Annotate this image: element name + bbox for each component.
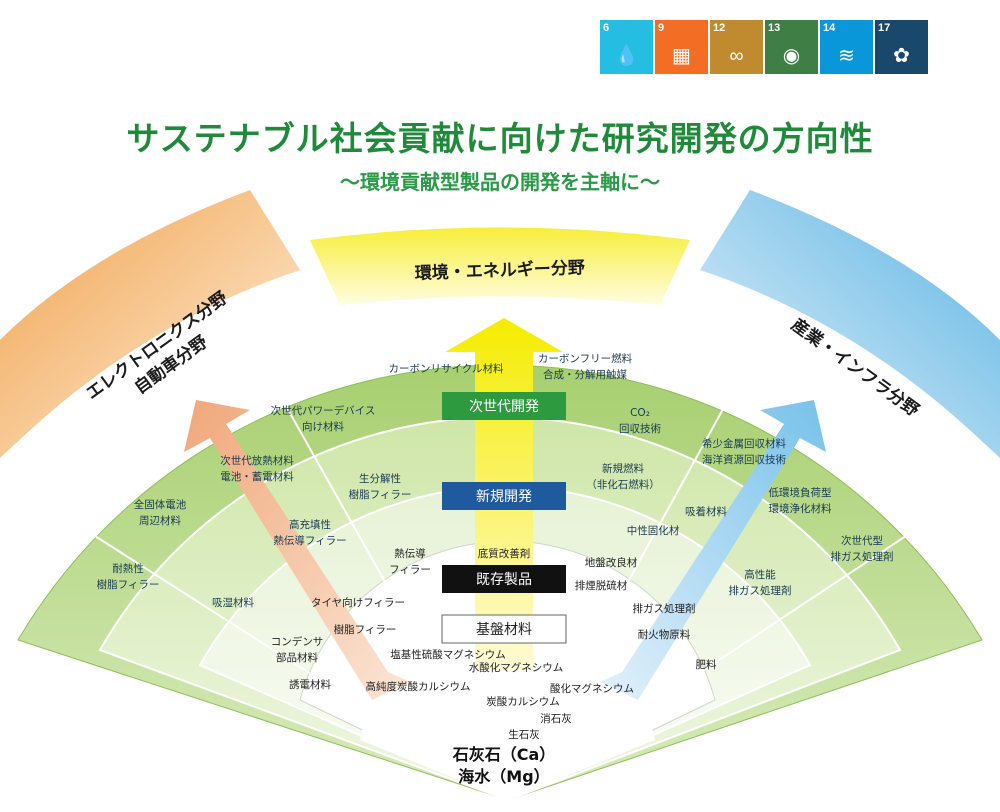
- sdg-number: 14: [823, 22, 836, 34]
- sdg-number: 13: [768, 22, 781, 34]
- base-limestone: 石灰石（Ca）: [452, 745, 556, 764]
- item-carbon-free-fuel: カーボンフリー燃料: [538, 352, 633, 365]
- item-dielectric: 誘電材料: [289, 678, 331, 691]
- item-condenser: コンデンサ: [271, 635, 324, 648]
- item-moisture: 吸湿材料: [212, 596, 254, 609]
- item-tire-filler: タイヤ向けフィラー: [311, 596, 405, 609]
- item-high-exhaust: 高性能: [744, 568, 776, 581]
- water-drop-icon: 6💧: [600, 20, 653, 74]
- item-biodegradable: 生分解性: [359, 472, 401, 485]
- item-neutral-solidifier: 中性固化材: [627, 524, 680, 537]
- base-seawater: 海水（Mg）: [458, 767, 549, 786]
- item-power-device-2: 向け材料: [302, 420, 344, 433]
- radial-guides: [69, 359, 931, 801]
- stage-new-box: [442, 482, 566, 510]
- sdg-number: 6: [603, 22, 610, 34]
- arrow-right: [600, 400, 826, 700]
- flower-icon-glyph: ✿: [893, 45, 910, 67]
- stage-next-box: [442, 392, 566, 420]
- item-slaked-lime: 消石灰: [540, 712, 572, 725]
- stage-base-label: 基盤材料: [476, 621, 532, 638]
- item-heat-release: 次世代放熱材料: [220, 454, 294, 467]
- stage-next-label: 次世代開発: [469, 399, 539, 415]
- item-power-device: 次世代パワーデバイス: [271, 404, 376, 417]
- item-co2: CO₂: [630, 407, 650, 419]
- item-heat-resist-2: 樹脂フィラー: [97, 578, 160, 591]
- band-left: [0, 190, 300, 458]
- cubes-icon-glyph: ▦: [672, 45, 691, 67]
- sdg-number: 12: [713, 22, 726, 34]
- item-biodegradable-2: 樹脂フィラー: [349, 488, 412, 501]
- item-new-fuel-2: （非化石燃料）: [586, 478, 660, 491]
- item-battery: 電池・蓄電材料: [220, 470, 294, 483]
- item-basic-mgso4: 塩基性硫酸マグネシウム: [390, 648, 506, 661]
- stage-existing-label: 既存製品: [476, 572, 532, 588]
- eye-globe-icon: 13◉: [765, 20, 818, 74]
- item-thermal-filler: 高充填性: [289, 518, 331, 531]
- item-sediment: 底質改善剤: [478, 547, 531, 560]
- item-next-exhaust-2: 排ガス処理剤: [831, 550, 894, 563]
- item-fertilizer: 肥料: [696, 658, 717, 671]
- item-low-impact: 低環境負荷型: [769, 486, 832, 499]
- item-marine-resource: 海洋資源回収技術: [702, 453, 786, 466]
- item-low-impact-2: 環境浄化材料: [769, 502, 832, 515]
- item-high-purity-caco3: 高純度炭酸カルシウム: [366, 680, 471, 693]
- item-quicklime: 生石灰: [508, 728, 540, 741]
- item-resin-filler: 樹脂フィラー: [334, 623, 397, 636]
- item-thermal-filler-2: 熱伝導フィラー: [273, 534, 346, 547]
- item-refractory: 耐火物原料: [638, 628, 691, 641]
- item-ground-improve: 地盤改良材: [585, 556, 638, 569]
- item-heat-conduct: 熱伝導: [394, 547, 426, 560]
- item-mg-hydroxide: 水酸化マグネシウム: [469, 661, 564, 674]
- item-catalyst: 合成・分解用触媒: [543, 368, 627, 381]
- item-carbon-recycle: カーボンリサイクル材料: [389, 362, 504, 375]
- item-condenser-2: 部品材料: [276, 651, 318, 664]
- item-adsorbent: 吸着材料: [685, 505, 727, 518]
- item-heat-conduct-2: フィラー: [389, 564, 431, 576]
- band-right: [700, 190, 1000, 458]
- band-top: [310, 227, 690, 305]
- sdg-number: 17: [878, 22, 891, 34]
- sdg-icon-strip: 6💧9▦12∞13◉14≋17✿: [600, 20, 930, 74]
- item-high-exhaust-2: 排ガス処理剤: [729, 584, 792, 597]
- water-drop-icon-glyph: 💧: [614, 45, 639, 67]
- fish-icon-glyph: ≋: [838, 45, 855, 67]
- eye-globe-icon-glyph: ◉: [782, 45, 801, 67]
- page-title: サステナブル社会貢献に向けた研究開発の方向性: [126, 119, 874, 158]
- item-caco3: 炭酸カルシウム: [486, 695, 560, 708]
- infinity-icon-glyph: ∞: [729, 45, 744, 67]
- item-solid-battery-2: 周辺材料: [139, 514, 181, 527]
- item-new-fuel: 新規燃料: [602, 462, 644, 475]
- item-co2-recovery: 回収技術: [619, 422, 661, 435]
- page-subtitle: 〜環境貢献型製品の開発を主軸に〜: [340, 170, 660, 194]
- item-rare-metal: 希少金属回収材料: [702, 437, 786, 450]
- item-next-exhaust: 次世代型: [841, 534, 883, 547]
- flower-icon: 17✿: [875, 20, 928, 74]
- stage-new-label: 新規開発: [476, 489, 532, 505]
- item-heat-resist: 耐熱性: [112, 562, 144, 575]
- sdg-number: 9: [658, 22, 665, 34]
- fish-icon: 14≋: [820, 20, 873, 74]
- stage-existing-box: [442, 565, 566, 593]
- item-mgo: 酸化マグネシウム: [550, 682, 634, 695]
- cubes-icon: 9▦: [655, 20, 708, 74]
- item-solid-battery: 全固体電池: [134, 498, 187, 511]
- infinity-icon: 12∞: [710, 20, 763, 74]
- item-flue-gas: 排煙脱硫材: [575, 579, 628, 592]
- item-exhaust: 排ガス処理剤: [633, 602, 696, 615]
- stage-base-box: [441, 614, 567, 644]
- arrow-left: [184, 400, 410, 700]
- sector-hub: [360, 617, 655, 800]
